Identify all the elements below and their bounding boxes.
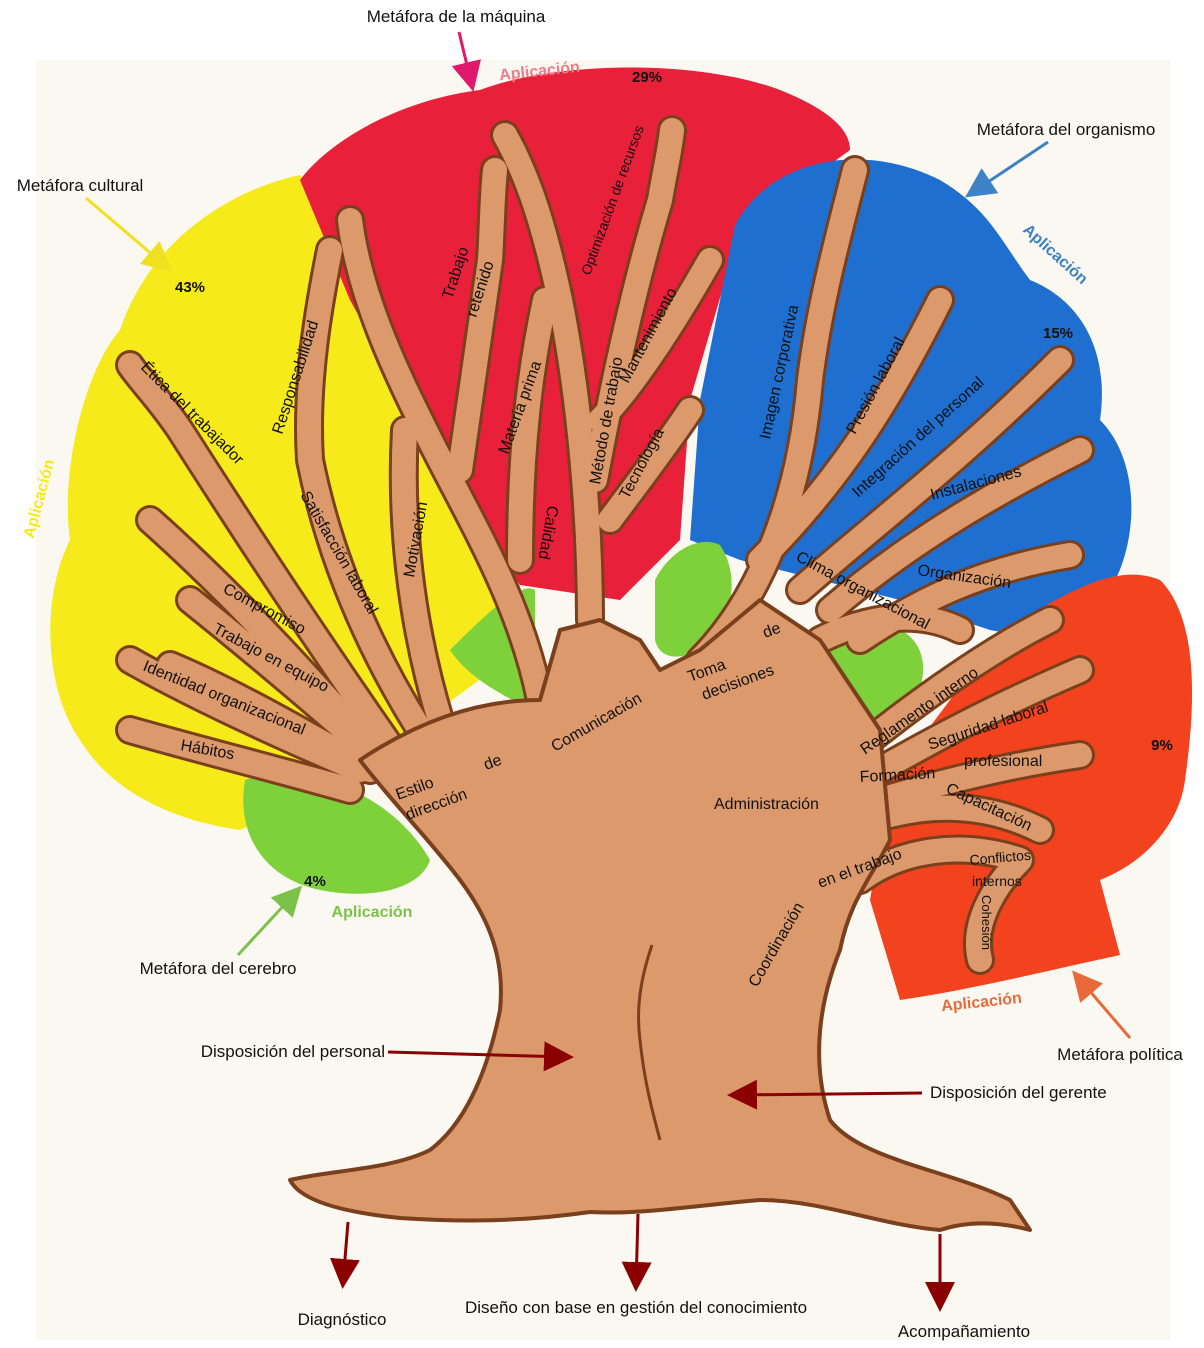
machine-metaphor-title: Metáfora de la máquina <box>367 7 546 26</box>
cultural-percent: 43% <box>175 279 205 296</box>
design-arrow <box>636 1214 638 1286</box>
organism-metaphor-title: Metáfora del organismo <box>977 120 1156 139</box>
branch-label: profesional <box>964 753 1042 770</box>
political-percent: 9% <box>1151 737 1173 754</box>
manager-disposition-label: Disposición del gerente <box>930 1083 1107 1102</box>
root-diagnostic: Diagnóstico <box>298 1310 387 1329</box>
brain-percent: 4% <box>304 873 326 890</box>
branch-label: Cohesión <box>979 895 994 950</box>
brain-metaphor-title: Metáfora del cerebro <box>140 959 297 978</box>
brain-application-label: Aplicación <box>332 904 413 921</box>
trunk-label: Administración <box>714 796 819 813</box>
staff-disposition-label: Disposición del personal <box>201 1042 385 1061</box>
organism-percent: 15% <box>1043 325 1073 342</box>
political-metaphor-title: Metáfora política <box>1057 1045 1183 1064</box>
cultural-metaphor-title: Metáfora cultural <box>17 176 144 195</box>
root-design: Diseño con base en gestión del conocimie… <box>465 1298 807 1317</box>
machine-percent: 29% <box>632 69 662 86</box>
root-accompaniment: Acompañamiento <box>898 1322 1030 1341</box>
branch-label: internos <box>972 873 1022 889</box>
manager-disposition-arrow <box>733 1093 922 1095</box>
